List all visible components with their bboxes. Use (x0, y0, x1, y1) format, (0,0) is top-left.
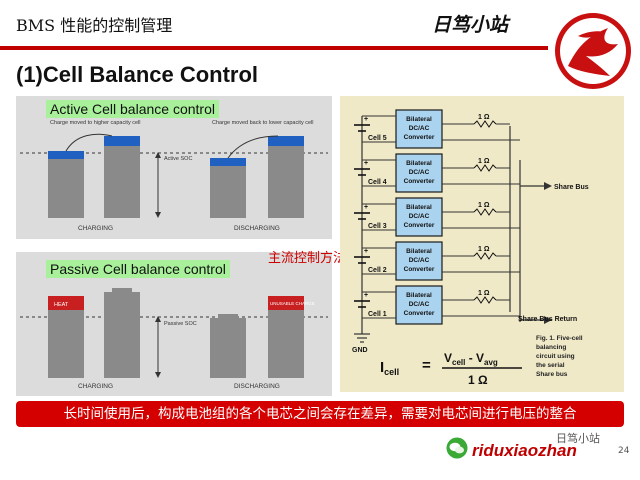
passive-soc-label: Passive SOC (164, 321, 197, 327)
converter-label: Bilateral (406, 292, 432, 299)
cell-label: Cell 3 (368, 223, 387, 230)
resistor-label: 1 Ω (478, 158, 490, 165)
converter-label: Converter (404, 310, 435, 317)
resistor-label: 1 Ω (478, 290, 490, 297)
converter-label: DC/AC (409, 301, 430, 308)
svg-text:1 Ω: 1 Ω (468, 373, 488, 387)
passive-balance-panel: HEAT UNUSABLE CHARGE Passive SOC CHARGIN… (16, 252, 332, 396)
page-title: BMS 性能的控制管理 (16, 16, 173, 35)
summary-banner: 长时间使用后，构成电池组的各个电芯之间会存在差异，需要对电芯间进行电压的整合 (16, 401, 624, 427)
svg-text:Icell: Icell (380, 359, 399, 377)
plus-sign: + (364, 116, 368, 123)
section-title: (1)Cell Balance Control (16, 62, 259, 87)
converter-label: Bilateral (406, 116, 432, 123)
converter-label: Converter (404, 178, 435, 185)
converter-box (395, 285, 443, 325)
cell-label: Cell 2 (368, 267, 387, 274)
svg-text:=: = (422, 357, 431, 374)
passive-panel-label: Passive Cell balance control (46, 260, 230, 278)
share-bus-return-label: Share Bus Return (518, 316, 577, 323)
resistor-label: 1 Ω (478, 202, 490, 209)
resistor-label: 1 Ω (478, 246, 490, 253)
converter-label: Bilateral (406, 204, 432, 211)
converter-label: Converter (404, 222, 435, 229)
mainstream-method-note: 主流控制方法 (268, 251, 347, 266)
watermark-site: 日笃小站 (556, 432, 600, 445)
active-soc-label: Active SOC (164, 156, 192, 162)
site-name: 日笃小站 (432, 14, 509, 36)
converter-label: DC/AC (409, 125, 430, 132)
converter-label: Bilateral (406, 248, 432, 255)
plus-sign: + (364, 204, 368, 211)
converter-label: Bilateral (406, 160, 432, 167)
cell-label: Cell 5 (368, 135, 387, 142)
plus-sign: + (364, 160, 368, 167)
active-caption-left: CHARGING (78, 225, 113, 232)
active-balance-graphic: Charge moved to higher capacity cell Cha… (20, 120, 328, 232)
active-balance-panel: Charge moved to higher capacity cell Cha… (16, 96, 332, 239)
converter-box (395, 153, 443, 193)
plus-sign: + (364, 248, 368, 255)
converter-box (395, 241, 443, 281)
active-note-right: Charge moved back to lower capacity cell (212, 120, 314, 126)
gnd-label: GND (352, 347, 368, 354)
page-number: 24 (618, 446, 630, 456)
converter-box (395, 109, 443, 149)
converter-label: Converter (404, 266, 435, 273)
passive-caption-right: DISCHARGING (234, 383, 280, 390)
active-caption-right: DISCHARGING (234, 225, 280, 232)
dragon-logo-icon (555, 13, 631, 89)
cell-label: Cell 4 (368, 179, 387, 186)
wechat-icon (446, 437, 468, 459)
converter-label: DC/AC (409, 169, 430, 176)
converter-label: Converter (404, 134, 435, 141)
active-panel-label: Active Cell balance control (46, 100, 219, 118)
converter-label: DC/AC (409, 213, 430, 220)
plus-sign: + (364, 292, 368, 299)
converter-box (395, 197, 443, 237)
watermark-brand: riduxiaozhan (472, 441, 577, 460)
svg-text:Vcell - Vavg: Vcell - Vavg (444, 351, 498, 367)
converter-label: DC/AC (409, 257, 430, 264)
resistor-label: 1 Ω (478, 114, 490, 121)
passive-caption-left: CHARGING (78, 383, 113, 390)
figure-caption: Fig. 1. Five-cell balancing circuit usin… (536, 335, 584, 378)
active-note-left: Charge moved to higher capacity cell (50, 120, 141, 126)
heat-label: HEAT (54, 302, 69, 308)
header-divider (0, 46, 548, 50)
share-bus-label: Share Bus (554, 184, 589, 191)
passive-balance-graphic: HEAT UNUSABLE CHARGE Passive SOC CHARGIN… (20, 288, 328, 390)
unusable-charge-label: UNUSABLE CHARGE (270, 301, 315, 306)
cell-label: Cell 1 (368, 311, 387, 318)
balance-current-formula: Icell = Vcell - Vavg 1 Ω (380, 351, 522, 387)
